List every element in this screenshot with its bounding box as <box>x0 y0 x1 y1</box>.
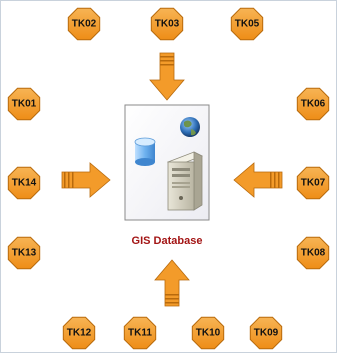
node-tk06: TK06 <box>296 87 330 121</box>
node-tk10: TK10 <box>191 316 225 350</box>
arrow-down <box>149 52 185 101</box>
node-tk03: TK03 <box>150 7 184 41</box>
arrow-right <box>61 162 111 198</box>
node-label: TK01 <box>12 99 37 110</box>
node-octagon <box>150 7 184 41</box>
node-label: TK12 <box>67 328 92 339</box>
node-tk14: TK14 <box>7 166 41 200</box>
node-octagon <box>296 87 330 121</box>
node-octagon <box>123 316 157 350</box>
node-tk05: TK05 <box>230 7 264 41</box>
node-label: TK13 <box>12 248 37 259</box>
node-octagon <box>67 7 101 41</box>
node-tk11: TK11 <box>123 316 157 350</box>
node-octagon <box>230 7 264 41</box>
node-label: TK08 <box>301 248 326 259</box>
node-octagon <box>7 166 41 200</box>
arrow-left <box>233 162 283 198</box>
node-tk08: TK08 <box>296 236 330 270</box>
node-tk13: TK13 <box>7 236 41 270</box>
node-octagon <box>7 236 41 270</box>
node-tk02: TK02 <box>67 7 101 41</box>
arrow-up <box>154 259 190 307</box>
node-label: TK14 <box>12 178 37 189</box>
node-label: TK05 <box>235 19 260 30</box>
node-label: TK02 <box>72 19 97 30</box>
arrows-layer <box>61 52 283 307</box>
database-label: GIS Database <box>132 235 203 247</box>
globe-icon <box>180 117 200 137</box>
node-octagon <box>7 87 41 121</box>
node-label: TK03 <box>155 19 180 30</box>
node-octagon <box>62 316 96 350</box>
node-octagon <box>249 316 283 350</box>
node-tk07: TK07 <box>296 166 330 200</box>
gis-database-box: GIS Database <box>124 104 210 247</box>
node-label: TK09 <box>254 328 279 339</box>
database-cylinder-icon <box>134 137 156 166</box>
node-octagon <box>296 166 330 200</box>
node-label: TK07 <box>301 178 326 189</box>
node-octagon <box>191 316 225 350</box>
node-tk09: TK09 <box>249 316 283 350</box>
node-label: TK06 <box>301 99 326 110</box>
node-tk01: TK01 <box>7 87 41 121</box>
node-label: TK10 <box>196 328 221 339</box>
node-label: TK11 <box>128 328 152 339</box>
node-tk12: TK12 <box>62 316 96 350</box>
server-icon <box>167 151 203 211</box>
node-octagon <box>296 236 330 270</box>
